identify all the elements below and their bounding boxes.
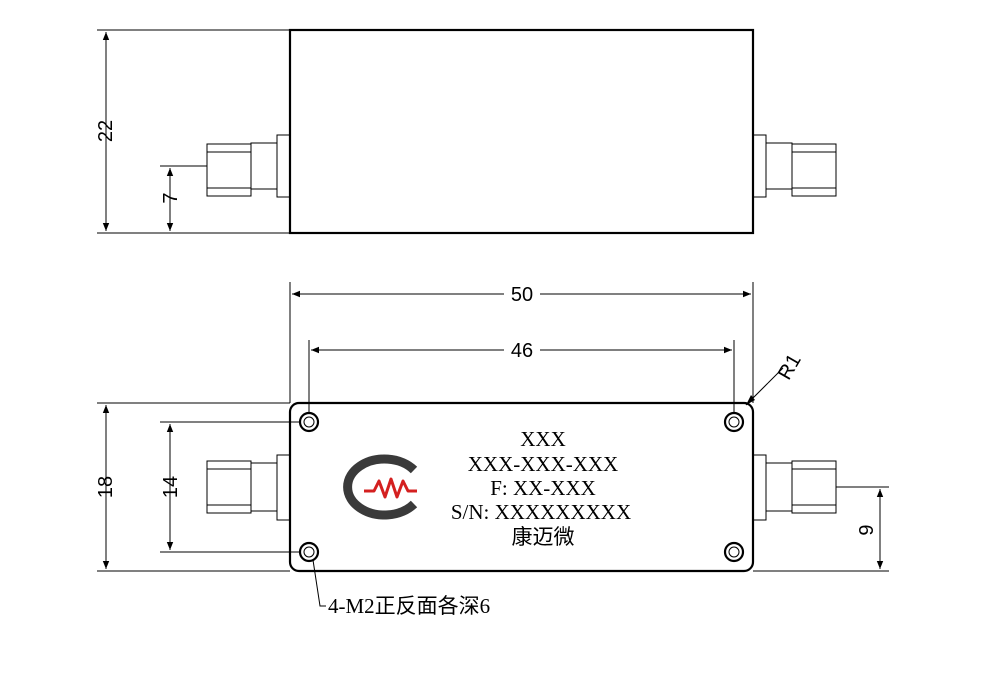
- top-view-body: [288, 28, 755, 235]
- dim-label-7: 7: [160, 192, 182, 203]
- dim-label-22: 22: [95, 120, 117, 142]
- logo-wave: [364, 477, 417, 499]
- dim-label-46: 46: [511, 340, 533, 362]
- cmw-logo-icon: [343, 454, 418, 520]
- label-line-2: XXX-XXX-XXX: [468, 452, 618, 476]
- top-view: 22 7: [95, 28, 837, 235]
- sma-connector-right-top: [752, 134, 837, 198]
- mounting-hole: [723, 541, 745, 563]
- mounting-hole: [723, 411, 745, 433]
- mounting-note: 4-M2正反面各深6: [328, 594, 490, 618]
- note-leader: [312, 559, 326, 607]
- logo-ring: [343, 454, 418, 520]
- sma-connector-right-bottom: [752, 454, 837, 521]
- dim-label-50: 50: [511, 284, 533, 306]
- mounting-hole: [298, 411, 320, 433]
- dim-label-14: 14: [160, 476, 182, 498]
- r1-leader: [767, 367, 784, 384]
- dim-label-r1: R1: [774, 350, 806, 383]
- label-line-4: S/N: XXXXXXXXX: [451, 500, 631, 524]
- label-line-5: 康迈微: [512, 525, 575, 549]
- dim-label-9: 9: [856, 524, 878, 535]
- label-line-3: F: XX-XXX: [490, 476, 596, 500]
- dim-label-18: 18: [95, 476, 117, 498]
- sma-connector-left-bottom: [206, 454, 291, 521]
- sma-connector-left-top: [206, 134, 291, 198]
- bottom-view: 50 46 R1 18 14 9: [95, 282, 889, 618]
- label-line-1: XXX: [520, 427, 566, 451]
- mounting-hole: [298, 541, 320, 563]
